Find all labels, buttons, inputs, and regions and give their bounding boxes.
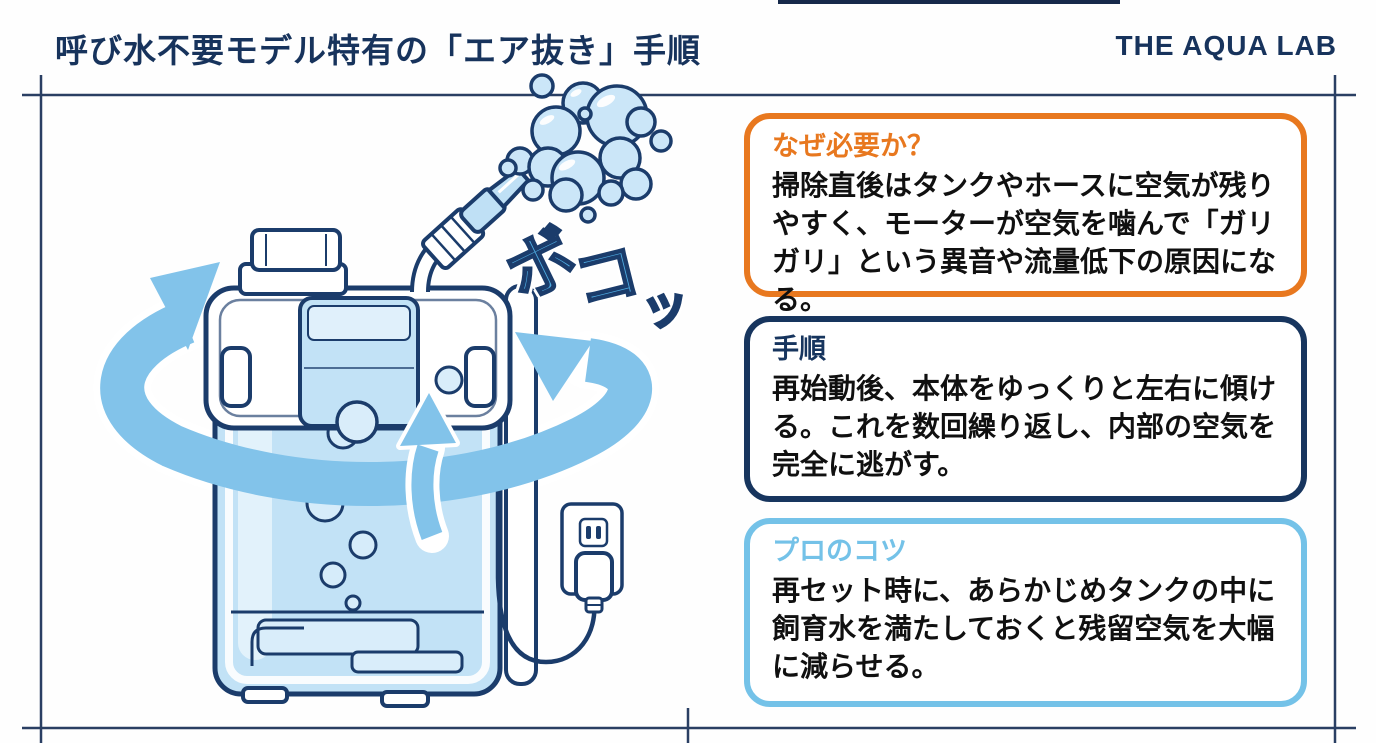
- bubbles-cluster: [498, 73, 673, 224]
- up-arrow: [396, 389, 460, 553]
- top-edge-bar: [778, 0, 1120, 4]
- filter-head: [203, 285, 513, 444]
- sfx-char: コ: [566, 233, 648, 321]
- pro-tip-heading: プロのコツ: [772, 536, 907, 566]
- power-outlet: [495, 468, 624, 665]
- sfx-char: ッ: [637, 277, 693, 337]
- sound-effect-bokko: ボコッ: [493, 210, 725, 340]
- ribbon-arrowhead-left: [150, 262, 220, 350]
- why-needed-body: 掃除直後はタンクやホースに空気が残りやすく、モーターが空気を噛んで「ガリガリ」と…: [772, 170, 1277, 315]
- power-plug: [574, 551, 614, 614]
- power-cord: [495, 468, 597, 665]
- why-needed-heading: なぜ必要か？: [772, 131, 934, 161]
- page-title: 呼び水不要モデル特有の「エア抜き」手順: [55, 32, 701, 69]
- brand-logo: THE AQUA LAB: [1115, 30, 1337, 61]
- filter-cap: [238, 228, 348, 296]
- hose-coupling: [410, 166, 531, 293]
- procedure-box: 手順 再始動後、本体をゆっくりと左右に傾ける。これを数回繰り返し、内部の空気を完…: [744, 316, 1307, 502]
- procedure-heading: 手順: [772, 334, 826, 364]
- rotation-ribbon-arrow: [100, 262, 652, 507]
- pro-tip-box: プロのコツ 再セット時に、あらかじめタンクの中に飼育水を満たしておくと残留空気を…: [744, 518, 1307, 707]
- frame-border: [22, 75, 1356, 743]
- why-needed-box: なぜ必要か？ 掃除直後はタンクやホースに空気が残りやすく、モーターが空気を噛んで…: [744, 113, 1307, 315]
- procedure-body: 再始動後、本体をゆっくりと左右に傾ける。これを数回繰り返し、内部の空気を完全に逃…: [772, 373, 1277, 480]
- pro-tip-body: 再セット時に、あらかじめタンクの中に飼育水を満たしておくと残留空気を大幅に減らせ…: [772, 575, 1276, 682]
- ribbon-arrowhead-right: [515, 332, 593, 401]
